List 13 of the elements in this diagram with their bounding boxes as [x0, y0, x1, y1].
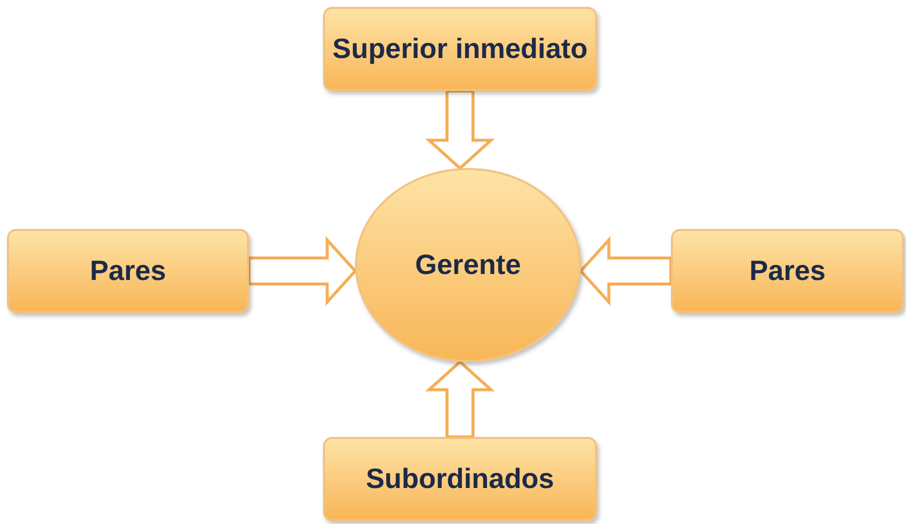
block-arrow — [248, 236, 358, 306]
block-arrow — [425, 360, 495, 438]
block-arrow — [425, 90, 495, 170]
node-label: Subordinados — [366, 462, 554, 496]
node-label: Pares — [90, 254, 166, 288]
role-box — [323, 7, 597, 91]
node-label: Gerente — [415, 248, 521, 282]
node-label: Pares — [749, 254, 826, 288]
node-label: Superior inmediato — [332, 32, 588, 66]
role-box — [671, 229, 904, 313]
role-box — [7, 229, 249, 313]
role-box — [323, 437, 597, 521]
block-arrow — [578, 236, 672, 306]
